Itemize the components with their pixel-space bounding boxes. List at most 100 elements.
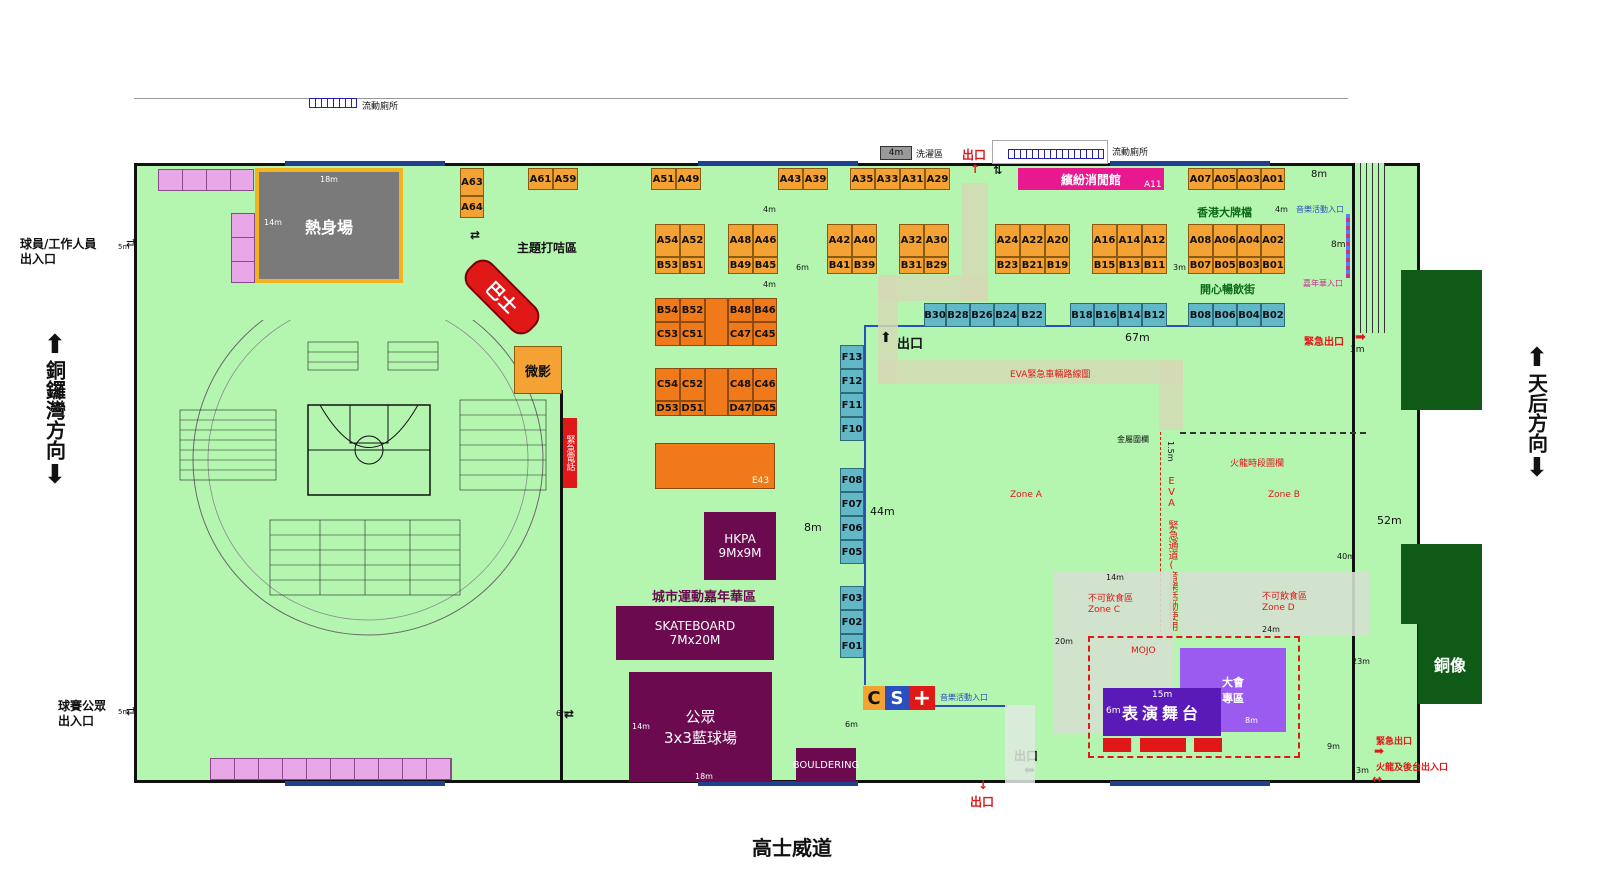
booth-a51: A51 bbox=[651, 168, 676, 190]
colorful-code: A11 bbox=[1144, 180, 1162, 190]
booth-a06: A06 bbox=[1213, 224, 1237, 257]
booth-a20: A20 bbox=[1045, 224, 1070, 257]
booth-b54: B54 bbox=[655, 298, 680, 322]
booth-a40: A40 bbox=[852, 224, 877, 257]
toilet-icons-inner bbox=[1008, 149, 1104, 159]
warmup-width: 18m bbox=[320, 175, 338, 184]
dashed-red-boundary bbox=[1088, 636, 1300, 758]
exit-bottom-arrow: ↓ bbox=[978, 778, 989, 792]
dim-6m-top: 6m bbox=[796, 263, 809, 272]
booth-b13: B13 bbox=[1117, 257, 1142, 274]
green-block-top bbox=[1401, 270, 1482, 410]
music-entry2-line bbox=[935, 705, 1007, 707]
bleachers-top bbox=[307, 341, 439, 371]
weiying-label: 微影 bbox=[524, 364, 551, 380]
booth-b02: B02 bbox=[1261, 303, 1285, 327]
lower-white-path bbox=[1005, 705, 1035, 783]
weiying-booth: 微影 bbox=[514, 346, 562, 394]
booth-b26: B26 bbox=[970, 303, 994, 327]
bleachers-bottom bbox=[269, 519, 461, 596]
booth-b01: B01 bbox=[1261, 257, 1285, 274]
theme-area-label: 主題打咭區 bbox=[517, 241, 578, 255]
road-left-text: 銅鑼灣方向 bbox=[42, 360, 67, 460]
colorful-label: 繽紛消閒館 bbox=[1060, 172, 1121, 187]
booth-b53: B53 bbox=[655, 257, 680, 274]
booth-b52: B52 bbox=[680, 298, 705, 322]
exit-top-doublearrow: ⇅ bbox=[993, 164, 1003, 177]
booth-b49: B49 bbox=[728, 257, 753, 274]
booth-a05: A05 bbox=[1213, 168, 1237, 190]
exit-top-arrow: ↑ bbox=[970, 162, 981, 176]
dim-14m: 14m bbox=[1106, 573, 1124, 582]
red-tag: 緊急電話 bbox=[563, 418, 577, 488]
stage-red-1 bbox=[1103, 738, 1131, 752]
first-aid-plus: + bbox=[909, 685, 935, 711]
booth-a30: A30 bbox=[924, 224, 949, 257]
bleachers-right bbox=[459, 399, 547, 491]
booth-a32: A32 bbox=[899, 224, 924, 257]
booth-a35: A35 bbox=[850, 168, 875, 190]
dim-67m: 67m bbox=[1125, 331, 1150, 344]
stage-h: 6m bbox=[1106, 706, 1121, 716]
toilet-label-top: 流動廁所 bbox=[362, 102, 399, 112]
booth-c48: C48 bbox=[728, 368, 753, 401]
stage-red-3 bbox=[1194, 738, 1222, 752]
booth-a33: A33 bbox=[875, 168, 900, 190]
top-boundary-line bbox=[134, 98, 1348, 99]
booth-a48: A48 bbox=[728, 224, 753, 257]
booth-a24: A24 bbox=[995, 224, 1020, 257]
booth-b21: B21 bbox=[1020, 257, 1045, 274]
booth-a08: A08 bbox=[1188, 224, 1213, 257]
booth-b29: B29 bbox=[924, 257, 949, 274]
booth-b12: B12 bbox=[1142, 303, 1167, 327]
dim-52m: 52m bbox=[1377, 514, 1402, 527]
first-aid-label: + bbox=[912, 685, 932, 711]
booth-b22: B22 bbox=[1018, 303, 1046, 327]
exit-bottom-label: 出口 bbox=[970, 795, 995, 809]
dim-4m-b: 4m bbox=[763, 280, 776, 289]
dim-44m: 44m bbox=[870, 505, 895, 518]
eva-route-label: EVA緊急車輛路線圖 bbox=[1010, 370, 1091, 380]
booth-d53: D53 bbox=[655, 401, 680, 416]
dim-8m-mid: 8m bbox=[804, 521, 822, 534]
booth-a49: A49 bbox=[676, 168, 701, 190]
booth-a02: A02 bbox=[1261, 224, 1285, 257]
emergency-right-label: 緊急出口 bbox=[1304, 337, 1344, 348]
warmup-label: 熱身場 bbox=[304, 217, 353, 237]
zone-d-label: 不可飲食區 Zone D bbox=[1262, 592, 1308, 613]
booth-c52: C52 bbox=[680, 368, 705, 401]
green-block-mid bbox=[1401, 544, 1482, 624]
dim-20m: 20m bbox=[1055, 637, 1073, 646]
exit-inner-label: 出口 bbox=[897, 337, 924, 352]
zone-a-label: Zone A bbox=[1010, 490, 1042, 500]
fire-entrance-label: 火龍及後台出入口 bbox=[1376, 763, 1449, 773]
happy-food-label: 開心暢飲街 bbox=[1200, 283, 1255, 296]
booth-f10: F10 bbox=[840, 417, 864, 441]
emergency-lower-label: 緊急出口 bbox=[1376, 737, 1413, 747]
booth-a52: A52 bbox=[680, 224, 705, 257]
dim-6m-left: 6m bbox=[556, 709, 569, 718]
road-right-label: ⬆ 天后方向 ⬇ bbox=[1512, 330, 1562, 495]
booth-c54: C54 bbox=[655, 368, 680, 401]
booth-b28: B28 bbox=[946, 303, 970, 327]
dim-23m: 23m bbox=[1352, 657, 1370, 666]
eva-lane-label: EVA 緊急通道(音樂活動使用) bbox=[1166, 476, 1177, 642]
city-zone-label: 城市運動嘉年華區 bbox=[652, 590, 757, 605]
dim-6m-bottom: 6m bbox=[845, 720, 858, 729]
zone-c-label: 不可飲食區 Zone C bbox=[1088, 594, 1134, 615]
fire-entrance-size: 3m bbox=[1356, 766, 1369, 775]
carnival-entry-label: 嘉年華入口 bbox=[1303, 279, 1343, 288]
toilet-icons-top bbox=[309, 98, 357, 108]
booth-a59: A59 bbox=[553, 168, 578, 190]
seat-block-bottom bbox=[210, 758, 452, 780]
wash-label: 洗濯區 bbox=[916, 150, 944, 160]
booth-b04: B04 bbox=[1237, 303, 1261, 327]
hkpa-area: HKPA 9Mx9M bbox=[704, 512, 776, 580]
eva-lane bbox=[1160, 432, 1180, 632]
dim-24m: 24m bbox=[1262, 625, 1280, 634]
theme-area-arrow: ⇄ bbox=[470, 228, 481, 242]
booth-bc-mid1 bbox=[705, 298, 728, 346]
left-hall-arrow: ⇄ bbox=[564, 707, 575, 721]
court-3pt-top bbox=[319, 404, 419, 448]
hkpa-l1: HKPA bbox=[724, 532, 756, 546]
